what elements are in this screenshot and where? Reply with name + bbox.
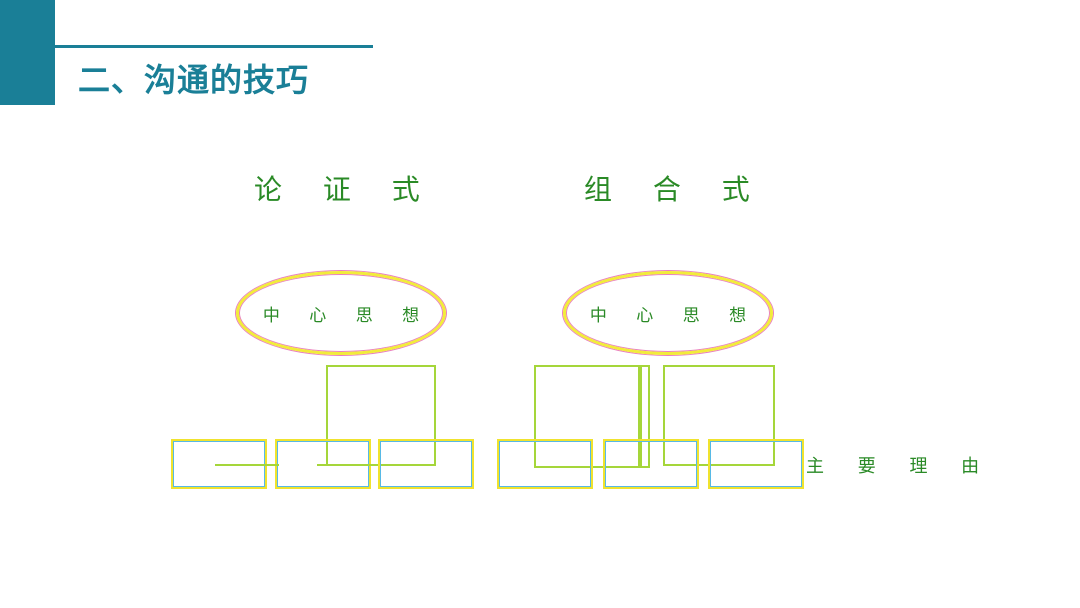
central-idea-ellipse: 中 心 思 想 — [236, 271, 446, 355]
central-idea-label: 中 心 思 想 — [589, 305, 759, 326]
heading-combination-style: 组 合 式 — [584, 173, 766, 206]
reason-box — [708, 439, 804, 489]
upper-box — [326, 365, 436, 466]
connector-line — [317, 464, 377, 466]
title-underline — [55, 45, 373, 48]
heading-argument-style: 论 证 式 — [254, 173, 436, 206]
divider-box — [640, 365, 650, 468]
accent-block — [0, 0, 55, 105]
reason-box — [378, 439, 474, 489]
reason-box — [603, 439, 699, 489]
central-idea-ellipse: 中 心 思 想 — [563, 271, 773, 355]
slide-title: 二、沟通的技巧 — [78, 61, 310, 99]
central-idea-label: 中 心 思 想 — [262, 305, 432, 326]
main-reasons-label: 主 要 理 由 — [806, 456, 994, 477]
upper-box — [534, 365, 640, 468]
reason-box — [497, 439, 593, 489]
upper-box — [663, 365, 775, 466]
connector-line — [215, 464, 279, 466]
